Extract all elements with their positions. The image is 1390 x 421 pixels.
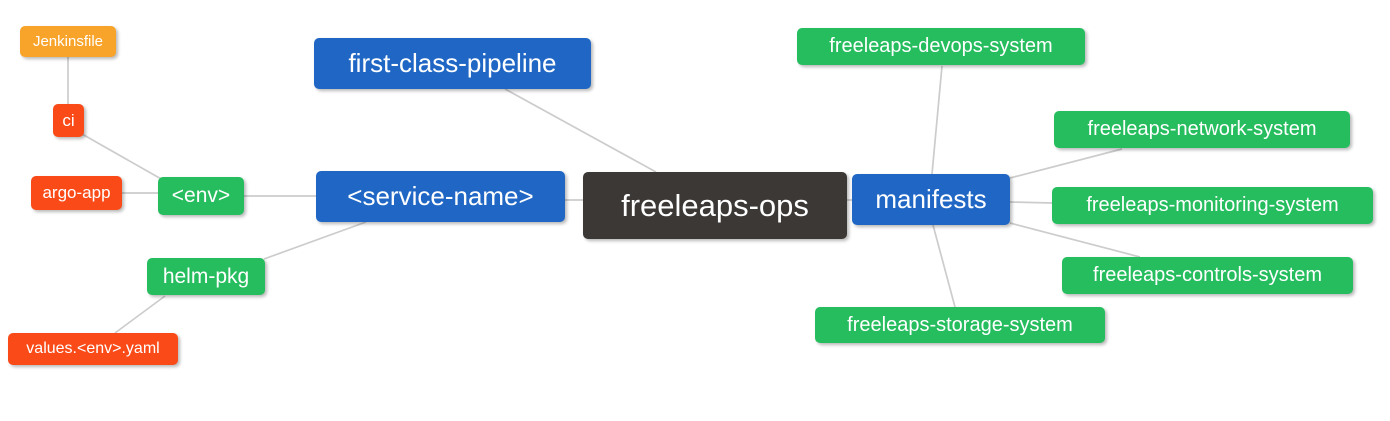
node-manifests[interactable]: manifests (852, 174, 1010, 225)
node-label: <env> (171, 184, 231, 207)
node-first-class-pipeline[interactable]: first-class-pipeline (314, 38, 591, 89)
node-freeleaps-storage-system[interactable]: freeleaps-storage-system (815, 307, 1105, 343)
node-ci[interactable]: ci (53, 104, 84, 137)
edge-storage-manifests (932, 224, 956, 308)
edge-devops-manifests (931, 65, 943, 175)
node-service-name[interactable]: <service-name> (316, 171, 565, 222)
node-freeleaps-controls-system[interactable]: freeleaps-controls-system (1062, 257, 1353, 294)
node-label: freeleaps-devops-system (829, 35, 1053, 57)
edge-pipeline-ops (504, 88, 657, 173)
node-freeleaps-monitoring-system[interactable]: freeleaps-monitoring-system (1052, 187, 1373, 224)
node-argo-app[interactable]: argo-app (31, 176, 122, 210)
node-freeleaps-ops[interactable]: freeleaps-ops (583, 172, 847, 239)
edge-ci-env (81, 133, 164, 181)
edge-network-manifests (1009, 148, 1123, 179)
node-freeleaps-network-system[interactable]: freeleaps-network-system (1054, 111, 1350, 148)
edge-monitoring-manifests (1009, 201, 1053, 204)
node-label: freeleaps-monitoring-system (1086, 194, 1339, 216)
node-jenkinsfile[interactable]: Jenkinsfile (20, 26, 116, 57)
node-label: ci (62, 110, 75, 130)
node-label: freeleaps-controls-system (1093, 264, 1322, 286)
edge-controls-manifests (1009, 222, 1141, 258)
node-label: freeleaps-ops (621, 187, 809, 223)
node-label: helm-pkg (162, 264, 250, 288)
node-helm-pkg[interactable]: helm-pkg (147, 258, 265, 295)
node-label: argo-app (42, 183, 111, 202)
node-label: first-class-pipeline (348, 48, 557, 78)
node-values-env-yaml[interactable]: values.<env>.yaml (8, 333, 178, 365)
node-label: <service-name> (347, 181, 534, 211)
node-env[interactable]: <env> (158, 177, 244, 215)
edge-values-helmpkg (114, 295, 166, 334)
node-freeleaps-devops-system[interactable]: freeleaps-devops-system (797, 28, 1085, 65)
node-label: manifests (875, 184, 987, 214)
edge-helmpkg-servicename (263, 221, 367, 260)
node-label: values.<env>.yaml (26, 340, 160, 357)
node-label: Jenkinsfile (32, 33, 104, 50)
node-label: freeleaps-network-system (1087, 118, 1317, 140)
node-label: freeleaps-storage-system (847, 313, 1073, 336)
